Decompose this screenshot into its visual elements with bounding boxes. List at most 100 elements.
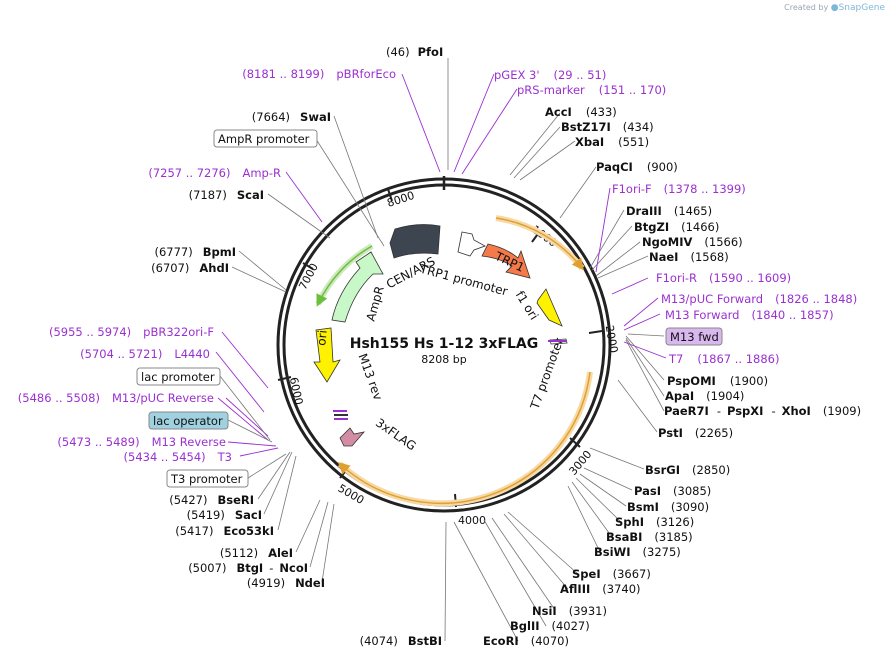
snapgene-logo: ●	[830, 3, 839, 13]
range: (1826 .. 1848)	[775, 292, 857, 306]
left-primer-labels: (8181 .. 8199)pBRforEco (7257 .. 7276)Am…	[18, 67, 396, 464]
enzyme: NdeI	[295, 576, 325, 590]
enzyme: SpeI	[572, 567, 601, 581]
tick-2000: 2000	[603, 324, 621, 354]
enzyme: BseRI	[217, 493, 254, 507]
primer-leaders	[215, 73, 667, 457]
pos: (3185)	[654, 530, 692, 544]
threexflag-feature	[339, 427, 366, 447]
enzyme: SwaI	[300, 110, 331, 124]
enzyme: ApaI	[665, 389, 694, 403]
cen-ars-feature	[389, 224, 441, 259]
range: (1378 .. 1399)	[664, 182, 746, 196]
enzyme: AhdI	[199, 261, 229, 275]
pos: (4070)	[531, 634, 569, 648]
site-ahdi: (6707) AhdI	[151, 261, 229, 275]
pos: (1900)	[730, 374, 768, 388]
credit-prefix: Created by	[784, 3, 829, 12]
pos: (6707)	[151, 261, 189, 275]
enzyme: PaqCI	[596, 160, 633, 174]
boxed-labels: AmpR promoter M13 fwd lac promoter lac o…	[136, 129, 723, 488]
site-sphi: SphI(3126)	[615, 515, 694, 529]
name: F1ori-F	[612, 182, 652, 196]
enzyme: NsiI	[532, 604, 557, 618]
sep: -	[771, 404, 775, 418]
enzyme: BstBI	[408, 634, 442, 648]
sep: -	[269, 561, 273, 575]
pos: (7664)	[252, 110, 290, 124]
range: (5704 .. 5721)	[80, 347, 162, 361]
primer-m13puc-forward: M13/pUC Forward(1826 .. 1848)	[661, 292, 857, 306]
pos: (1466)	[681, 220, 719, 234]
enzyme-leaders	[231, 58, 665, 642]
name: M13 Reverse	[152, 435, 226, 449]
pos: (6777)	[154, 245, 192, 259]
name: L4440	[174, 347, 210, 361]
label-trp1-promoter: TRP1 promoter	[418, 261, 510, 298]
site-bsrgi: BsrGI(2850)	[645, 463, 730, 477]
enzyme: AflIII	[560, 582, 590, 596]
box-lac-operator: lac operator	[153, 414, 223, 428]
site-bsmi: BsmI(3090)	[627, 500, 709, 514]
pos: (434)	[623, 120, 654, 134]
range: (5486 .. 5508)	[18, 391, 100, 405]
plasmid-name: Hsh155 Hs 1-12 3xFLAG	[350, 336, 539, 352]
pos: (1568)	[690, 250, 728, 264]
box-lac-promoter: lac promoter	[141, 370, 215, 384]
primer-pgex3: pGEX 3'(29 .. 51)	[494, 68, 606, 82]
enzyme: BsiWI	[594, 545, 631, 559]
name: pBR322ori-F	[143, 325, 214, 339]
sep: -	[717, 404, 721, 418]
pos: (3126)	[656, 515, 694, 529]
credit-brand: SnapGene	[838, 3, 885, 13]
name: T7	[668, 352, 683, 366]
range: (5473 .. 5489)	[57, 435, 139, 449]
f1-ori-feature	[536, 288, 563, 327]
primer-t3: (5434 .. 5454)T3	[124, 450, 232, 464]
box-leaders	[219, 138, 665, 479]
site-apai: ApaI(1904)	[665, 389, 744, 403]
range: (7257 .. 7276)	[148, 166, 230, 180]
range: (8181 .. 8199)	[242, 67, 324, 81]
site-spei: SpeI(3667)	[572, 567, 651, 581]
enzyme: DraIII	[626, 204, 662, 218]
enzyme: AccI	[545, 105, 572, 119]
right-primer-labels: pGEX 3'(29 .. 51) pRS-marker(151 .. 170)…	[494, 68, 857, 366]
site-xbai: XbaI(551)	[575, 135, 649, 149]
pos: (7187)	[189, 188, 227, 202]
site-btgi-ncoi: (5007)BtgI-NcoI	[188, 561, 308, 575]
trp1-feature	[481, 243, 531, 279]
range: (1867 .. 1886)	[697, 352, 779, 366]
site-swai: (7664) SwaI	[252, 110, 331, 124]
enzyme-c: XhoI	[782, 404, 811, 418]
site-bstbi: (4074)BstBI	[360, 634, 442, 648]
feature-arcs	[315, 215, 593, 507]
site-pfoi: (46) PfoI	[386, 45, 443, 59]
pos: (3275)	[643, 545, 681, 559]
pos: (5417)	[175, 524, 213, 538]
pos: (46)	[386, 45, 410, 59]
primer-m13-reverse: (5473 .. 5489) M13 Reverse	[57, 435, 226, 449]
label-ori: ori	[314, 329, 329, 346]
site-pasi: PasI(3085)	[634, 484, 711, 498]
enzyme-a: PaeR7I	[664, 404, 709, 418]
pos: (2265)	[695, 426, 733, 440]
enzyme: NgoMIV	[642, 235, 692, 249]
enzyme-b: PspXI	[727, 404, 763, 418]
site-bstz17i: BstZ17I(434)	[561, 120, 654, 134]
name: pGEX 3'	[494, 68, 540, 82]
enzyme: PfoI	[418, 45, 444, 59]
name: pRS-marker	[517, 83, 585, 97]
enzyme: PspOMI	[667, 374, 716, 388]
enzyme: PstI	[658, 426, 683, 440]
enzyme: BsaBI	[606, 530, 642, 544]
site-bglii: BglII(4027)	[510, 619, 590, 633]
tick-6000: 6000	[287, 376, 306, 406]
pos: (1909)	[823, 404, 861, 418]
site-acci: AccI(433)	[545, 105, 617, 119]
label-ampr: AmpR	[363, 284, 386, 322]
site-saci: (5419)SacI	[187, 508, 262, 522]
label-3xflag: 3xFLAG	[373, 416, 419, 454]
name: Amp-R	[242, 166, 281, 180]
enzyme: BtgZI	[634, 220, 669, 234]
